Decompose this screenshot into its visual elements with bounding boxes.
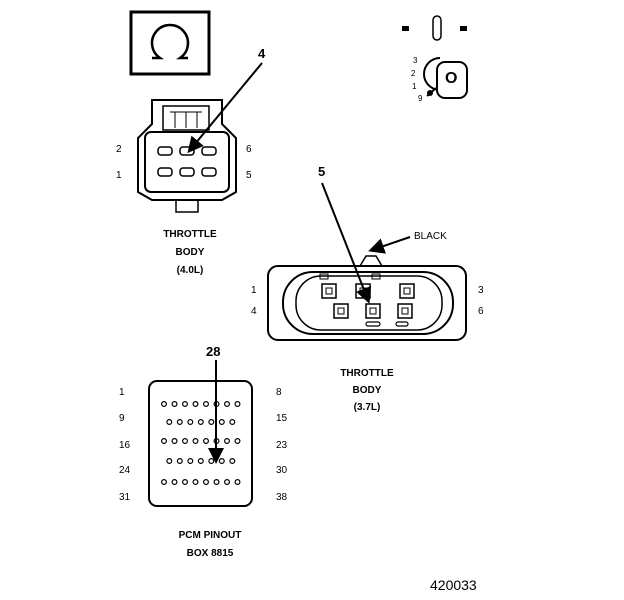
pin-label-1: 1 bbox=[116, 170, 122, 181]
callout-4-arrow bbox=[187, 62, 263, 154]
pcm-pin-grid bbox=[161, 401, 241, 486]
pcm-pin-16 bbox=[161, 438, 168, 445]
pcm-row-end-38: 38 bbox=[276, 492, 288, 503]
pcm-pin-37 bbox=[224, 479, 231, 486]
ohmmeter-icon bbox=[129, 10, 211, 76]
pcm-pinout-box bbox=[148, 380, 253, 507]
black-label-arrow bbox=[368, 236, 411, 254]
dial-label-1: 1 bbox=[412, 82, 417, 91]
pcm-pin-25 bbox=[176, 458, 183, 465]
caption-throttle-3-7-line3: (3.7L) bbox=[353, 402, 381, 413]
black-label: BLACK bbox=[414, 231, 447, 242]
pcm-pin-18 bbox=[182, 438, 189, 445]
pcm-pin-27 bbox=[197, 458, 204, 465]
pcm-pin-34 bbox=[192, 479, 199, 486]
pcm-pin-22 bbox=[224, 438, 231, 445]
pcm-row-start-16: 16 bbox=[119, 440, 131, 451]
caption-pcm-line1: PCM PINOUT bbox=[178, 530, 242, 541]
pcm-row-end-30: 30 bbox=[276, 465, 288, 476]
pin-label-6: 6 bbox=[246, 144, 252, 155]
pin-label-1-3-7: 1 bbox=[251, 285, 257, 296]
pcm-row-start-31: 31 bbox=[119, 492, 131, 503]
pcm-pin-4 bbox=[192, 401, 199, 408]
caption-throttle-3-7-line2: BODY bbox=[352, 385, 382, 396]
caption-throttle-4-0-line2: BODY bbox=[175, 247, 205, 258]
pcm-pin-32 bbox=[171, 479, 178, 486]
pin-label-2: 2 bbox=[116, 144, 122, 155]
pcm-row-start-24: 24 bbox=[119, 465, 131, 476]
pcm-pin-38 bbox=[234, 479, 241, 486]
pcm-row-end-15: 15 bbox=[276, 413, 288, 424]
dial-label-2: 2 bbox=[411, 69, 416, 78]
pcm-pin-30 bbox=[229, 458, 236, 465]
dial-label-3: 3 bbox=[413, 56, 418, 65]
caption-pcm-line2: BOX 8815 bbox=[186, 548, 234, 559]
pcm-pin-1 bbox=[161, 401, 168, 408]
pcm-pin-7 bbox=[224, 401, 231, 408]
pcm-pin-11 bbox=[187, 419, 194, 426]
throttle-body-4-0-connector bbox=[137, 99, 237, 213]
pcm-pin-23 bbox=[234, 438, 241, 445]
caption-throttle-4-0-line3: (4.0L) bbox=[176, 265, 204, 276]
pcm-pin-29 bbox=[218, 458, 225, 465]
caption-throttle-4-0-line1: THROTTLE bbox=[163, 229, 217, 240]
dial-label-9: 9 bbox=[418, 94, 423, 103]
pcm-pin-19 bbox=[192, 438, 199, 445]
pcm-pin-5 bbox=[203, 401, 210, 408]
pin-label-5: 5 bbox=[246, 170, 252, 181]
pcm-pin-14 bbox=[218, 419, 225, 426]
pcm-pin-33 bbox=[182, 479, 189, 486]
pcm-row-end-23: 23 bbox=[276, 440, 288, 451]
pcm-pin-28 bbox=[208, 458, 215, 465]
callout-28: 28 bbox=[206, 344, 221, 359]
pcm-row-end-8: 8 bbox=[276, 387, 282, 398]
pcm-pin-10 bbox=[176, 419, 183, 426]
callout-5: 5 bbox=[318, 164, 326, 179]
pin-label-3-3-7: 3 bbox=[478, 285, 484, 296]
pcm-pin-3 bbox=[182, 401, 189, 408]
pcm-pin-20 bbox=[203, 438, 210, 445]
pcm-pin-13 bbox=[208, 419, 215, 426]
meter-dial-icon bbox=[402, 15, 468, 99]
pcm-pin-15 bbox=[229, 419, 236, 426]
pcm-pin-26 bbox=[187, 458, 194, 465]
pcm-pin-2 bbox=[171, 401, 178, 408]
caption-throttle-3-7-line1: THROTTLE bbox=[340, 368, 394, 379]
callout-5-arrow bbox=[321, 182, 372, 304]
pcm-pin-9 bbox=[166, 419, 173, 426]
pcm-pin-12 bbox=[197, 419, 204, 426]
pcm-pin-35 bbox=[203, 479, 210, 486]
pcm-pin-8 bbox=[234, 401, 241, 408]
pcm-row-start-9: 9 bbox=[119, 413, 125, 424]
pcm-pin-24 bbox=[166, 458, 173, 465]
pcm-pin-36 bbox=[213, 479, 220, 486]
dial-center-label: O bbox=[445, 70, 458, 87]
figure-id: 420033 bbox=[430, 577, 477, 593]
pcm-pin-31 bbox=[161, 479, 168, 486]
callout-4: 4 bbox=[258, 46, 266, 61]
pin-label-4-3-7: 4 bbox=[251, 306, 257, 317]
pin-label-6-3-7: 6 bbox=[478, 306, 484, 317]
pcm-pin-17 bbox=[171, 438, 178, 445]
pcm-row-start-1: 1 bbox=[119, 387, 125, 398]
